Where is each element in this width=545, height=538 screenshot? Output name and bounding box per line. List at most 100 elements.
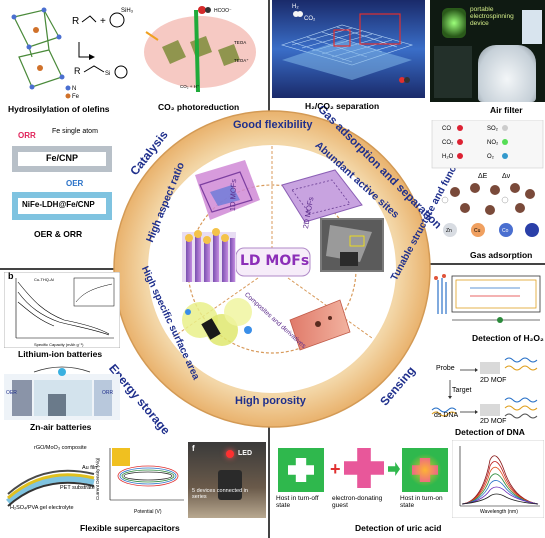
svg-text:CO: CO <box>442 126 451 132</box>
sem-image-2d <box>320 218 384 272</box>
svg-text:H₂: H₂ <box>292 4 299 10</box>
label-2d-mof-a: 2D MOF <box>480 377 507 384</box>
center-title: LD MOFs <box>240 253 310 269</box>
svg-text:N: N <box>72 86 76 92</box>
label-uric-acid: Detection of uric acid <box>355 523 442 533</box>
svg-text:CO₂: CO₂ <box>304 16 316 22</box>
svg-text:ORR: ORR <box>102 390 114 396</box>
svg-text:+: + <box>100 16 106 27</box>
divider-bottom <box>268 422 270 538</box>
label-gas-adsorption: Gas adsorption <box>470 250 533 260</box>
gas-adsorption-scheme: CO CO₂ H₂O SO₂ NO₂ O₂ ΔE Δν Zn Cu Co <box>431 120 544 237</box>
svg-text:Specific Capacity (mAh g⁻¹): Specific Capacity (mAh g⁻¹) <box>34 342 84 347</box>
svg-text:HCOO⁻: HCOO⁻ <box>214 8 232 14</box>
svg-text:O₂: O₂ <box>487 154 495 160</box>
co2-photoreduction-scheme: HCOO⁻ TEOA TEOA⁺ CO₂ + H⁺ <box>144 6 256 93</box>
fe-cnp-box <box>12 146 112 172</box>
dna-detection-scheme <box>431 357 538 419</box>
label-fe-single-atom: Fe single atom <box>52 128 98 135</box>
uric-acid-spectrum <box>452 440 544 518</box>
label-1d-mofs: 1D MOFs <box>228 178 239 212</box>
svg-text:NO₂: NO₂ <box>487 140 499 146</box>
glove-image <box>478 45 536 102</box>
nife-box <box>12 192 112 220</box>
svg-text:R: R <box>74 66 81 76</box>
divider-right <box>428 263 545 265</box>
label-oer-orr: OER & ORR <box>34 229 83 239</box>
hydrosilylation-scheme: R + SiH₃ R Si N Fe <box>11 7 134 100</box>
svg-text:Co: Co <box>502 228 509 234</box>
host-off-square <box>278 448 324 492</box>
svg-text:Si: Si <box>105 71 110 77</box>
label-fe-cnp: Fe/CNP <box>46 153 79 163</box>
label-current-density: Current Density (A/g) <box>95 457 100 500</box>
led-light <box>226 450 234 458</box>
label-hydrosilylation: Hydrosilylation of olefins <box>8 104 110 114</box>
label-oer: OER <box>66 179 84 188</box>
label-ds-dna: ds DNA <box>434 412 459 419</box>
label-host-off: Host in turn-off state <box>276 495 319 510</box>
orange-glow <box>408 454 442 486</box>
dark-bottle <box>434 46 472 98</box>
label-target: Target <box>452 387 472 394</box>
label-flexible-supercap: Flexible supercapacitors <box>80 523 180 533</box>
composite-spheres <box>182 298 252 346</box>
label-au-film: Au film <box>82 465 99 471</box>
svg-text:Cu-THQ-Al: Cu-THQ-Al <box>34 277 54 282</box>
led-photo: f LED 5 devices connected in series <box>188 442 266 518</box>
glow-spot <box>442 8 466 38</box>
svg-text:H₂O: H₂O <box>442 154 454 160</box>
svg-text:OER: OER <box>6 390 17 396</box>
divider-top <box>268 0 270 170</box>
svg-text:Cu: Cu <box>474 228 481 234</box>
label-lithium-ion: Lithium-ion batteries <box>18 349 103 359</box>
label-h2so4: H₂SO₄/PVA gel electrolyte <box>10 505 74 511</box>
framework-1d-mof <box>195 160 260 220</box>
svg-text:ΔE: ΔE <box>478 173 488 180</box>
divider-left <box>0 268 118 270</box>
label-host-on: Host in turn-on state <box>400 495 443 510</box>
composite-sheet <box>289 299 351 351</box>
device-stack <box>218 470 242 500</box>
svg-text:Fe: Fe <box>72 94 80 100</box>
ring-good-flexibility: Good flexibility <box>233 119 313 131</box>
svg-text:CO₂ + H⁺: CO₂ + H⁺ <box>180 84 200 89</box>
label-wavelength: Wavelength (nm) <box>480 509 518 515</box>
h2o2-sensor-scheme <box>434 274 541 323</box>
label-guest: electron-donating guest <box>332 495 383 510</box>
portable-device-text: portable electrospinning device <box>470 6 514 28</box>
label-dna: Detection of DNA <box>455 427 525 437</box>
label-panel-b: b <box>8 271 14 281</box>
label-potential: Potential (V) <box>134 509 162 515</box>
ring-high-porosity: High porosity <box>235 395 306 407</box>
label-h2o2: Detection of H₂O₂ <box>472 333 544 343</box>
label-air-filter: Air filter <box>490 105 523 115</box>
supercapacitor-scheme <box>6 469 95 507</box>
label-nife-ldh: NiFe-LDH@Fe/CNP <box>22 200 95 209</box>
host-off-inner <box>288 458 314 482</box>
svg-text:Zn: Zn <box>446 228 452 234</box>
h2-co2-separation-image: H₂ CO₂ <box>272 0 425 98</box>
label-zn-air: Zn-air batteries <box>30 422 92 432</box>
plus-sign: + <box>330 459 341 479</box>
sheet-2d-mof <box>281 169 363 223</box>
svg-text:SO₂: SO₂ <box>487 126 499 132</box>
nanotube-forest-1d <box>182 228 236 282</box>
svg-text:CO₂: CO₂ <box>442 140 454 146</box>
label-panel-f: f <box>192 444 195 453</box>
series-text: 5 devices connected in series <box>192 488 248 500</box>
label-probe: Probe <box>436 365 455 372</box>
host-on-square <box>402 448 448 492</box>
label-led: LED <box>238 450 252 457</box>
oer-orr-scheme: ORR Fe single atom Fe/CNP OER NiFe-LDH@F… <box>4 126 122 246</box>
svg-text:SiH₃: SiH₃ <box>121 8 134 14</box>
svg-text:Δν: Δν <box>502 173 511 180</box>
label-rgo: rGO/MoO₃ composite <box>34 445 87 451</box>
label-2d-mof-b: 2D MOF <box>480 418 507 425</box>
lithium-ion-plot: Cu-THQ-Al Specific Capacity (mAh g⁻¹) <box>4 272 120 348</box>
label-co2-photoreduction: CO₂ photoreduction <box>158 102 240 112</box>
label-orr: ORR <box>18 131 36 140</box>
svg-text:TEOA⁺: TEOA⁺ <box>234 58 249 63</box>
